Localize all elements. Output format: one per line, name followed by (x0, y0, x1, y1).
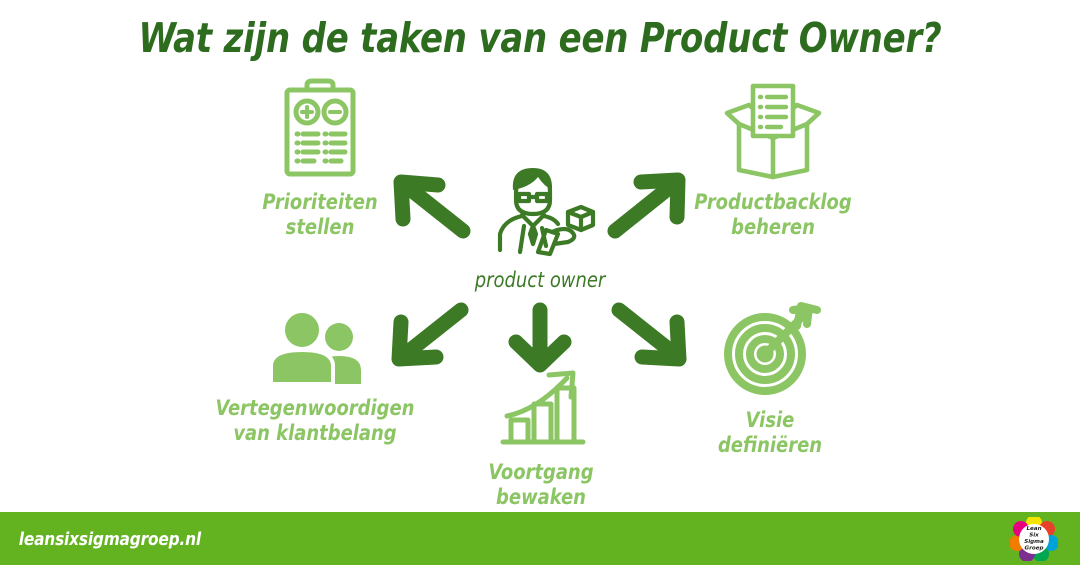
open-box-document-icon (668, 78, 878, 184)
node-prioriteiten-stellen: Prioriteiten stellen (225, 78, 415, 240)
node-productbacklog-beheren: Productbacklog beheren (668, 78, 878, 240)
target-arrow-icon (672, 302, 868, 402)
center-node-label: product owner (474, 268, 606, 292)
footer-website-url[interactable]: leansixsigmagroep.nl (18, 529, 201, 550)
center-node-product-owner: product owner (440, 160, 640, 292)
arrow-down-right-icon (605, 298, 705, 380)
arrow-down-left-icon (383, 298, 483, 380)
person-with-cube-icon (480, 168, 600, 264)
node-voortgang-bewaken: Voortgang bewaken (448, 366, 634, 510)
page-title: Wat zijn de taken van een Product Owner? (138, 14, 942, 62)
arrow-up-left-icon (385, 165, 485, 249)
footer-bar: leansixsigmagroep.nl Lean Six (0, 512, 1080, 565)
growth-bar-chart-icon (448, 366, 634, 454)
lean-six-sigma-groep-flower-logo[interactable]: Lean Six Sigma Groep (1009, 515, 1059, 562)
logo-line-2: Six (1029, 533, 1039, 539)
node-vertegenwoordigen-van-klantbelang: Vertegenwoordigen van klantbelang (200, 309, 430, 446)
node-label-productbacklog-beheren: Productbacklog beheren (694, 190, 852, 239)
node-label-voortgang-bewaken: Voortgang bewaken (488, 460, 594, 509)
logo-line-1: Lean (1026, 526, 1041, 532)
logo-line-4: Groep (1025, 546, 1044, 552)
logo-line-3: Sigma (1024, 539, 1044, 545)
node-visie-definieren: Visie definiëren (672, 302, 868, 458)
arrow-down-icon (500, 300, 580, 384)
arrow-up-right-icon (603, 165, 703, 249)
node-label-vertegenwoordigen-van-klantbelang: Vertegenwoordigen van klantbelang (215, 396, 415, 445)
node-label-prioriteiten-stellen: Prioriteiten stellen (262, 190, 378, 239)
clipboard-plus-minus-icon (225, 78, 415, 184)
two-people-icon (200, 309, 430, 390)
node-label-visie-definieren: Visie definiëren (717, 408, 823, 457)
